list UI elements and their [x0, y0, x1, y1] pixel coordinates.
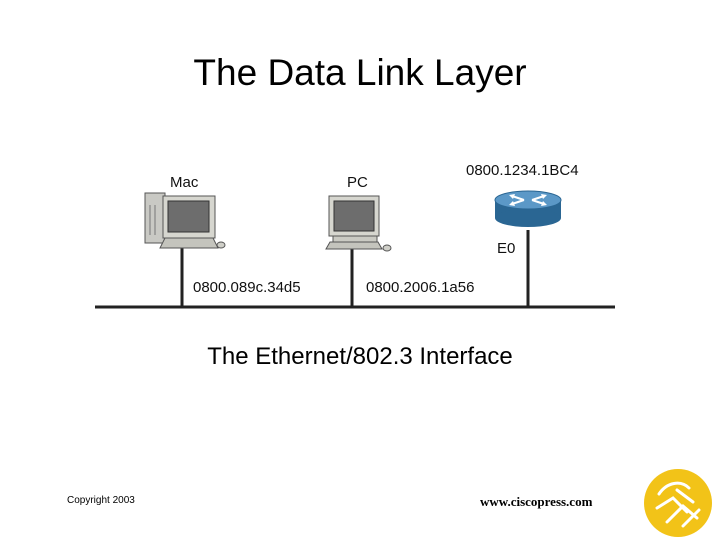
network-diagram	[95, 190, 615, 309]
router-interface-label: E0	[497, 240, 516, 257]
website-link[interactable]: www.ciscopress.com	[480, 494, 593, 509]
mac-computer-icon	[144, 192, 226, 249]
mac-label: Mac	[170, 174, 199, 191]
cisco-press-logo-icon	[644, 469, 712, 537]
mac-address: 0800.089c.34d5	[193, 279, 301, 296]
router-icon	[494, 190, 562, 227]
diagram-caption: The Ethernet/802.3 Interface	[207, 343, 513, 370]
pc-address: 0800.2006.1a56	[366, 279, 475, 296]
pc-label: PC	[347, 174, 368, 191]
slide-title: The Data Link Layer	[193, 52, 527, 93]
pc-computer-icon	[325, 195, 392, 252]
copyright-text: Copyright 2003	[67, 495, 135, 506]
router-address: 0800.1234.1BC4	[466, 162, 579, 179]
